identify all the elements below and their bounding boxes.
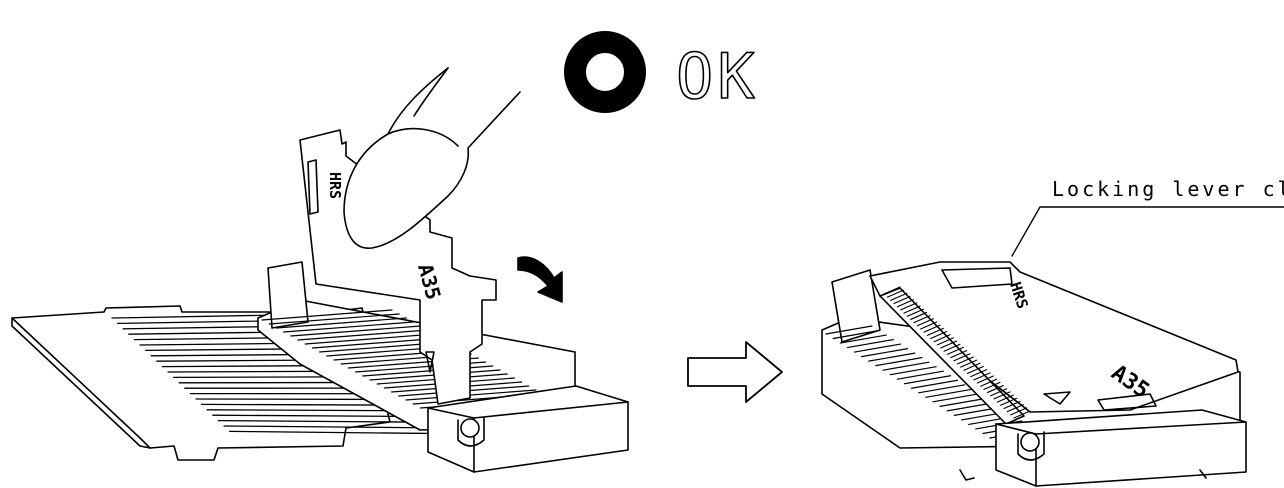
roller-rib <box>1000 397 1018 406</box>
roller-rib <box>970 369 988 378</box>
roller-ribs <box>883 286 1031 419</box>
roller-rib <box>903 305 921 314</box>
connector-left-hole <box>460 418 480 438</box>
cable-edge <box>11 317 151 449</box>
contact-pin <box>925 388 973 398</box>
contact-pin <box>918 384 966 394</box>
contact-pin <box>932 393 980 403</box>
contact-pin <box>846 338 894 349</box>
roller-rib <box>993 391 1011 400</box>
roller-rib <box>943 343 961 352</box>
roller-rib <box>900 302 918 311</box>
contact-pin <box>297 329 429 341</box>
contact-pin <box>275 317 407 329</box>
lever-right-window <box>941 267 1013 289</box>
roller-rib <box>916 318 934 327</box>
lever-right-window2 <box>1097 393 1157 411</box>
roller-rib <box>953 353 971 362</box>
callout-text: Locking lever close <box>1052 177 1284 201</box>
roller-rib <box>890 292 908 301</box>
connector-right: HRS A35 <box>821 261 1247 487</box>
process-arrow-icon <box>687 341 783 403</box>
contact-pin <box>832 329 880 340</box>
connector-left-sidewall <box>267 261 309 329</box>
contact-pin <box>882 361 930 371</box>
roller-rib <box>956 356 974 365</box>
contact-pin <box>910 379 959 389</box>
finger-outline <box>343 67 521 249</box>
contact-pin <box>875 357 923 367</box>
callout-leader-line <box>1011 206 1284 257</box>
contact-pin <box>861 348 909 358</box>
rotate-arrow-icon <box>517 256 563 303</box>
lever-right-triangle-icon <box>1043 391 1071 405</box>
roller-rib <box>983 381 1001 390</box>
roller-rib <box>996 394 1014 403</box>
contact-pin <box>283 321 415 333</box>
roller-rib <box>936 337 954 346</box>
connector-right-hole <box>1020 432 1040 452</box>
ok-circle-icon <box>564 31 646 113</box>
roller-rib <box>910 311 928 320</box>
roller-rib <box>950 350 968 359</box>
roller-rib <box>930 330 948 340</box>
roller-rib <box>1003 400 1021 410</box>
roller-rib <box>946 346 964 355</box>
roller-rib <box>893 295 911 305</box>
contact-pin <box>304 333 436 345</box>
connector-right-feet <box>959 469 1207 481</box>
lever-left-brand: HRS <box>326 172 344 199</box>
roller-rib <box>920 321 938 330</box>
connector-right-endblock <box>995 409 1247 487</box>
contact-pin <box>853 343 902 353</box>
connector-right-sidewall <box>831 269 881 343</box>
roller-rib <box>986 385 1004 394</box>
cable-stripe <box>223 425 449 429</box>
connector-left-hole-recess <box>457 417 485 447</box>
roller-rib <box>990 388 1008 397</box>
roller-rib <box>926 327 944 336</box>
roller-rib <box>960 359 978 368</box>
contact-pin <box>261 309 393 321</box>
ok-label: OK <box>676 40 759 113</box>
roller-rib <box>886 289 904 298</box>
roller-rib <box>963 362 981 371</box>
contact-pin <box>868 352 916 362</box>
roller-rib <box>940 340 958 349</box>
contact-pin <box>268 313 400 325</box>
lever-left-triangle-icon <box>425 351 435 373</box>
roller-rib <box>883 286 901 295</box>
lever-left-slot <box>307 159 319 215</box>
contact-pin <box>362 365 494 377</box>
cable-stripe <box>228 430 455 435</box>
finger-back <box>413 67 449 117</box>
roller-rib <box>1010 407 1028 416</box>
contact-pin <box>889 366 937 376</box>
connector-right-hole-recess <box>1017 431 1045 461</box>
roller-rib <box>1006 404 1024 413</box>
contact-pin <box>839 334 887 344</box>
contact-pin <box>405 389 537 401</box>
callout: Locking lever close <box>1011 177 1284 257</box>
contact-pin <box>825 325 873 335</box>
roller-rib <box>1013 410 1031 419</box>
finger <box>343 67 521 249</box>
roller-rib <box>980 378 998 387</box>
roller-rib <box>913 315 931 324</box>
roller-rib <box>923 324 941 333</box>
ok-mark: OK <box>564 31 759 114</box>
roller-rib <box>973 372 991 381</box>
contact-pin <box>290 325 422 337</box>
contact-pin <box>903 375 952 385</box>
roller-rib <box>976 375 994 384</box>
finger-nail <box>387 127 459 147</box>
roller-rib <box>966 365 984 375</box>
roller-rib <box>933 334 951 343</box>
roller-rib <box>906 308 924 317</box>
roller-rib <box>896 299 914 308</box>
contact-pin <box>939 397 987 407</box>
contact-pin <box>896 370 944 380</box>
